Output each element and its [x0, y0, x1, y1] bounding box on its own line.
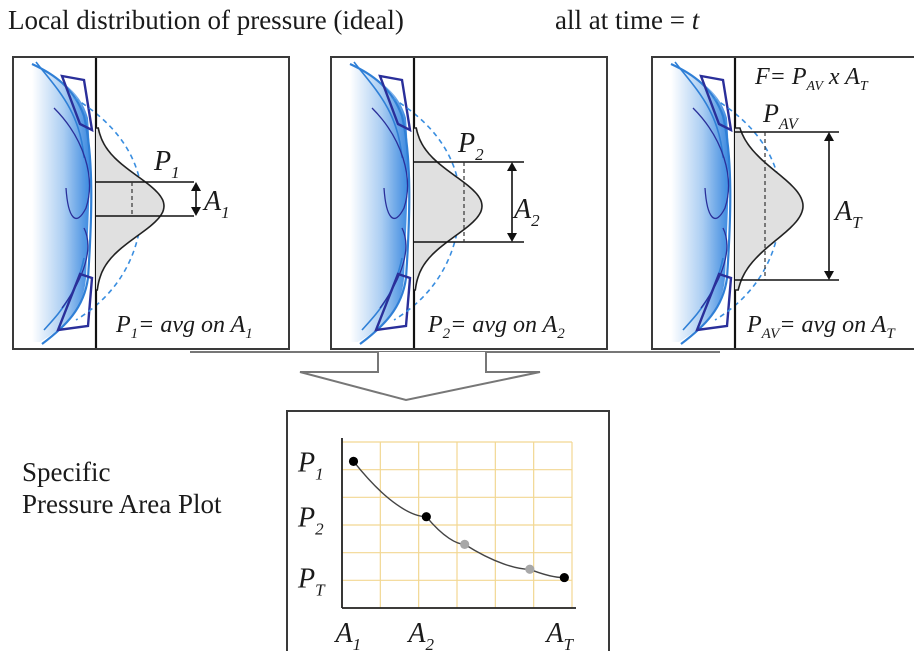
area-label: A1	[202, 186, 230, 222]
data-point-4	[525, 564, 535, 574]
contact-pad-bottom	[374, 272, 412, 332]
tissue-region	[350, 64, 408, 342]
peak-pressure-label: P2	[457, 128, 484, 164]
data-point-3	[460, 539, 470, 549]
pressure-curve	[735, 127, 804, 291]
contact-pad-top	[378, 74, 412, 133]
contact-outline	[61, 227, 89, 309]
time-note-prefix: all at time =	[555, 5, 692, 35]
tissue-contour	[674, 61, 724, 159]
plot-label-line1: Specific	[22, 457, 111, 487]
area-arrowhead-bottom	[824, 271, 834, 280]
x-tick-label-1: A1	[334, 618, 362, 651]
contact-outline	[371, 107, 409, 220]
down-arrow	[190, 350, 720, 406]
arrow-head	[299, 352, 541, 402]
panel-caption: P1= avg on A1	[115, 312, 253, 342]
tissue-region	[671, 64, 729, 342]
diagram-title: Local distribution of pressure (ideal)	[8, 5, 404, 35]
area-arrowhead-top	[824, 132, 834, 141]
plot-label-line2: Pressure Area Plot	[22, 489, 222, 519]
time-variable: t	[691, 5, 700, 35]
pressure-curve	[414, 127, 483, 291]
panel-distribution-total: PAV AT F= PAV x AT PAV= avg on AT	[651, 56, 914, 350]
contact-outline	[53, 107, 91, 220]
area-arrowhead-bottom	[191, 207, 201, 216]
data-point-1	[348, 456, 359, 466]
tissue-contour	[353, 61, 403, 159]
area-arrowhead-top	[507, 162, 517, 171]
time-note: all at time = t	[555, 5, 699, 36]
contact-pad-top	[699, 74, 733, 133]
contact-pad-bottom	[695, 272, 733, 332]
pressure-area-curve	[352, 460, 565, 579]
tissue-region	[32, 64, 90, 342]
contact-outline	[692, 107, 730, 220]
panel-graphic: PAV AT F= PAV x AT PAV= avg on AT	[670, 58, 896, 348]
x-tick-label-3: AT	[544, 618, 574, 651]
contact-outline	[379, 227, 407, 309]
force-formula: F= PAV x AT	[754, 64, 869, 94]
y-tick-label-3: PT	[297, 564, 326, 600]
area-arrowhead-bottom	[507, 233, 517, 242]
panel-caption: PAV= avg on AT	[746, 312, 896, 342]
contact-pad-bottom	[56, 272, 94, 332]
pressure-curve	[96, 127, 165, 291]
data-point-2	[421, 512, 431, 522]
tissue-contour	[35, 61, 85, 159]
total-area-label: AT	[833, 196, 863, 232]
data-point-5	[559, 572, 569, 583]
y-tick-label-1: P1	[297, 447, 324, 483]
contact-outline	[700, 227, 728, 309]
average-pressure-label: PAV	[762, 99, 800, 133]
area-label: A2	[512, 194, 540, 230]
area-arrowhead-top	[191, 182, 201, 191]
contact-pad-top	[60, 74, 94, 133]
peak-pressure-label: P1	[153, 146, 180, 182]
y-tick-label-2: P2	[297, 503, 324, 539]
panel-caption: P2= avg on A2	[427, 312, 565, 342]
x-tick-label-2: A2	[406, 618, 434, 651]
